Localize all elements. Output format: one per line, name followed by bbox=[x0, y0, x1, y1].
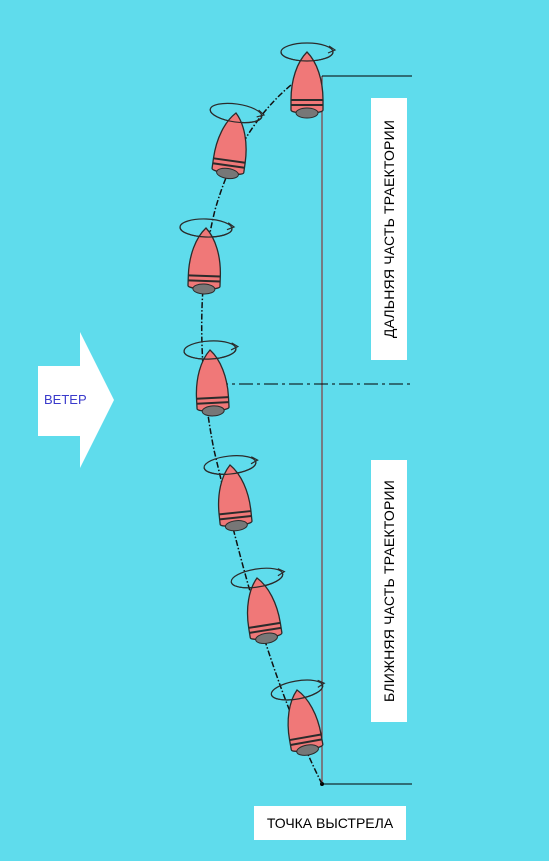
boat-band bbox=[196, 401, 229, 405]
boat-band bbox=[249, 626, 282, 634]
boat-1 bbox=[280, 42, 337, 119]
boat-stern bbox=[296, 744, 319, 756]
wind-label: ВЕТЕР bbox=[44, 392, 87, 407]
boat-5 bbox=[203, 455, 259, 532]
boat-2 bbox=[209, 102, 266, 180]
rotation-arrowhead bbox=[327, 45, 337, 54]
boat-stern bbox=[255, 632, 278, 644]
boats-layer bbox=[179, 42, 337, 756]
boat-4 bbox=[183, 340, 240, 417]
boat-band bbox=[188, 279, 221, 283]
boat-7 bbox=[270, 679, 326, 756]
boat-band bbox=[213, 157, 246, 164]
rotation-front-arc bbox=[183, 348, 237, 360]
boat-band bbox=[219, 515, 252, 521]
rotation-front-arc bbox=[270, 685, 324, 701]
rotation-front-arc bbox=[209, 109, 263, 124]
boat-6 bbox=[230, 567, 286, 644]
boat-band bbox=[289, 733, 322, 742]
rotation-arrowhead bbox=[226, 222, 236, 231]
boat-band bbox=[219, 510, 252, 516]
rotation-arrowhead bbox=[256, 109, 266, 118]
boat-band bbox=[196, 396, 229, 400]
trajectory-path bbox=[201, 77, 323, 785]
rotation-front-arc bbox=[179, 227, 233, 238]
launch-point-text: ТОЧКА ВЫСТРЕЛА bbox=[266, 815, 394, 831]
far-part-text: ДАЛЬНЯЯ ЧАСТЬ ТРАЕКТОРИИ bbox=[381, 119, 397, 339]
boat-stern bbox=[216, 167, 239, 180]
launch-point-label: ТОЧКА ВЫСТРЕЛА bbox=[254, 806, 406, 840]
boat-band bbox=[188, 274, 221, 278]
rotation-arrowhead bbox=[277, 568, 286, 577]
boat-band bbox=[290, 738, 323, 746]
rotation-arrowhead bbox=[250, 456, 259, 465]
near-part-text: БЛИЖНЯЯ ЧАСТЬ ТРАЕКТОРИИ bbox=[381, 479, 397, 703]
boat-3 bbox=[179, 218, 236, 295]
boat-band bbox=[248, 621, 281, 629]
far-part-label: ДАЛЬНЯЯ ЧАСТЬ ТРАЕКТОРИИ bbox=[371, 98, 407, 360]
rotation-front-arc bbox=[230, 573, 284, 589]
boat-band bbox=[212, 162, 245, 169]
rotation-arrowhead bbox=[317, 679, 326, 688]
rotation-arrowhead bbox=[230, 342, 240, 351]
boat-stern bbox=[192, 283, 216, 295]
wind-arrow-icon bbox=[38, 332, 114, 468]
boat-stern bbox=[224, 520, 248, 532]
boat-stern bbox=[201, 405, 225, 417]
rotation-front-arc bbox=[280, 51, 334, 62]
rotation-front-arc bbox=[203, 462, 257, 475]
near-part-label: БЛИЖНЯЯ ЧАСТЬ ТРАЕКТОРИИ bbox=[371, 460, 407, 722]
boat-stern bbox=[295, 107, 319, 119]
